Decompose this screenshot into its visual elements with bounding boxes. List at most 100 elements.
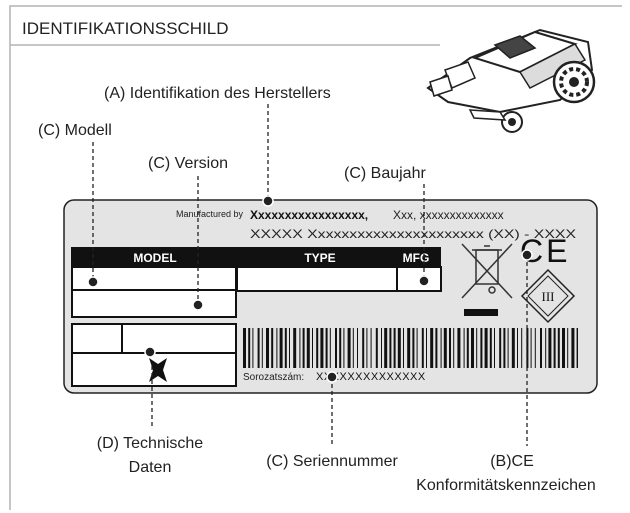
barcode-bar (284, 328, 287, 368)
barcode-bar (435, 328, 438, 368)
barcode-bar (366, 328, 368, 368)
class-iii-diamond-icon: III (520, 268, 576, 324)
barcode-bar (567, 328, 569, 368)
technical-data-dot (144, 346, 156, 358)
barcode-bar (306, 328, 310, 368)
barcode-bar (320, 328, 324, 368)
robot-mower-icon (426, 28, 596, 133)
figure-frame (9, 5, 622, 510)
barcode-bar (426, 328, 427, 368)
leader-lines (92, 104, 528, 446)
barcode-bar (476, 328, 478, 368)
barcode-bar (266, 328, 269, 368)
plate-header-bar (71, 247, 441, 267)
barcode-bar (370, 328, 372, 368)
barcode-bar (494, 328, 495, 368)
svg-text:III: III (542, 289, 555, 304)
barcode-bar (389, 328, 392, 368)
mfg-column-header: MFG (403, 251, 430, 265)
barcode-bar (252, 328, 254, 368)
barcode-bar (503, 328, 506, 368)
barcode-bar (530, 328, 532, 368)
callout-ce-line1: (B)CE (490, 453, 534, 470)
callout-serial: (C) Seriennummer (266, 453, 398, 470)
barcode-bar (576, 328, 578, 368)
barcode-bar (545, 328, 547, 368)
barcode-bar (397, 328, 401, 368)
barcode-bar (484, 328, 488, 368)
barcode-bar (407, 328, 411, 368)
barcode (243, 328, 578, 368)
manufactured-by-label: Manufactured by (176, 209, 244, 219)
barcode-bar (312, 328, 313, 368)
blade-icon (149, 358, 167, 382)
barcode-bar (357, 328, 358, 368)
barcode-bar (453, 328, 455, 368)
barcode-bar (293, 328, 297, 368)
callout-technical-line1: (D) Technische (97, 435, 204, 452)
callout-model: (C) Modell (38, 122, 112, 139)
barcode-bar (381, 328, 382, 368)
figure-title: IDENTIFIKATIONSSCHILD (22, 19, 229, 38)
barcode-bar (339, 328, 342, 368)
manufacturer-name: Xxxxxxxxxxxxxxxxx, (250, 208, 368, 222)
barcode-bar (347, 328, 351, 368)
barcode-bar (362, 328, 365, 368)
barcode-bar (517, 328, 518, 368)
barcode-bar (557, 328, 560, 368)
barcode-bar (316, 328, 319, 368)
barcode-bar (279, 328, 283, 368)
weee-bin-icon (461, 243, 513, 316)
barcode-bar (499, 328, 502, 368)
barcode-bar (384, 328, 388, 368)
barcode-bar (416, 328, 418, 368)
barcode-bar (403, 328, 404, 368)
barcode-bar (271, 328, 274, 368)
barcode-bar (466, 328, 469, 368)
barcode-bar (443, 328, 447, 368)
barcode-bar (430, 328, 434, 368)
type-column-header: TYPE (304, 251, 335, 265)
serial-number-value: XXXXXXXXXXXXXX (316, 371, 426, 383)
barcode-bar (299, 328, 301, 368)
barcode-bar (471, 328, 474, 368)
manufacturer-address-line1: Xxx, xxxxxxxxxxxxxx (393, 208, 504, 222)
callout-manufacturer: (A) Identifikation des Herstellers (104, 85, 331, 102)
barcode-bar (457, 328, 461, 368)
serial-number-label: Sorozatszám: (243, 372, 304, 383)
barcode-bar (393, 328, 396, 368)
barcode-bar (571, 328, 575, 368)
callout-ce-line2: Konformitätskennzeichen (416, 477, 596, 494)
barcode-bar (540, 328, 542, 368)
barcode-bar (449, 328, 451, 368)
barcode-bar (261, 328, 263, 368)
barcode-bar (511, 328, 515, 368)
barcode-bar (489, 328, 492, 368)
barcode-bar (375, 328, 378, 368)
barcode-bar (534, 328, 536, 368)
barcode-bar (480, 328, 483, 368)
model-column-header: MODEL (133, 251, 176, 265)
barcode-bar (325, 328, 328, 368)
identification-plate: Manufactured by Xxxxxxxxxxxxxxxxx, Xxx, … (63, 199, 598, 394)
barcode-bar (343, 328, 345, 368)
callout-technical-line2: Daten (129, 459, 172, 476)
barcode-bar (440, 328, 442, 368)
barcode-bar (276, 328, 278, 368)
barcode-bar (421, 328, 424, 368)
barcode-bar (463, 328, 465, 368)
barcode-bar (548, 328, 552, 368)
barcode-bar (521, 328, 523, 368)
barcode-bar (352, 328, 354, 368)
barcode-bar (257, 328, 260, 368)
barcode-bar (412, 328, 415, 368)
barcode-bar (507, 328, 509, 368)
type-value-box (236, 266, 398, 292)
barcode-bar (243, 328, 246, 368)
barcode-bar (302, 328, 305, 368)
barcode-bar (248, 328, 251, 368)
barcode-bar (562, 328, 565, 368)
barcode-bar (553, 328, 556, 368)
barcode-bar (289, 328, 290, 368)
